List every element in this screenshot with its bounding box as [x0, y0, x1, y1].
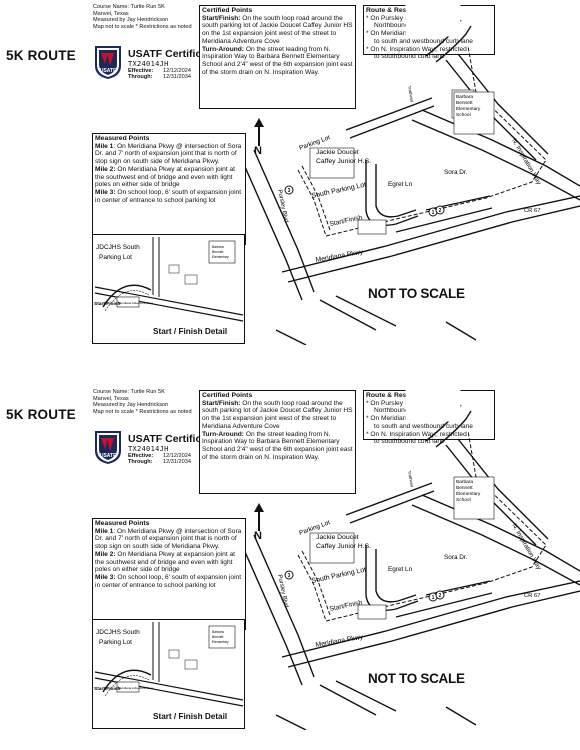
start-finish-detail: JDCJHS South Parking Lot Start/Finish Ba… [92, 619, 245, 729]
svg-text:Egret Ln: Egret Ln [388, 181, 413, 188]
north-label: N [254, 145, 262, 157]
north-arrow-icon [254, 503, 264, 531]
route-map-panel-bottom: 5K ROUTE Course Name: Turtle Run 5K Manv… [0, 385, 580, 730]
north-arrow-icon [254, 118, 264, 146]
svg-text:Elementary: Elementary [212, 640, 229, 644]
svg-text:Meridiana Pkwy: Meridiana Pkwy [315, 634, 364, 649]
svg-text:Barbara: Barbara [456, 479, 473, 485]
detail-label: Start / Finish Detail [153, 327, 228, 336]
course-info: Course Name: Turtle Run 5K Manvel, Texas… [93, 389, 192, 415]
usatf-logo-icon: USATF [95, 431, 121, 464]
certificate-code: TX24014JH [128, 60, 169, 68]
start-finish-detail: JDCJHS South Parking Lot Start/Finish Ba… [92, 234, 245, 344]
route-map: 3 1 2 Parking Lot Jackie Doucet Caffey J… [246, 0, 580, 345]
measured-points-box: Measured Points Mile 1: On Meridiana Pkw… [92, 133, 246, 245]
svg-text:School: School [456, 112, 471, 118]
course-info: Course Name: Turtle Run 5K Manvel, Texas… [93, 4, 192, 30]
svg-text:Trailhead: Trailhead [407, 470, 415, 487]
usatf-logo-icon: USATF [95, 46, 121, 79]
certificate-dates: Effective:12/12/2024 Through:12/31/2034 [128, 68, 191, 81]
svg-text:Trailhead: Trailhead [407, 85, 415, 102]
svg-text:South Parking Lot: South Parking Lot [311, 567, 367, 585]
svg-text:Jackie Doucet: Jackie Doucet [316, 534, 359, 541]
svg-text:Barbara: Barbara [212, 630, 224, 634]
route-title: 5K ROUTE [6, 407, 76, 422]
certificate-title: USATF Certificate [128, 433, 217, 445]
svg-text:Elementary: Elementary [456, 106, 481, 112]
svg-text:Meridiana Adventure Cove: Meridiana Adventure Cove [118, 686, 154, 690]
svg-text:Parking Lot: Parking Lot [99, 254, 132, 261]
svg-text:JDCJHS South: JDCJHS South [96, 629, 140, 636]
svg-text:2: 2 [439, 208, 442, 214]
not-to-scale-label: NOT TO SCALE [368, 671, 465, 686]
svg-text:Caffey Junior H.S.: Caffey Junior H.S. [316, 158, 371, 165]
svg-text:Start/Finish: Start/Finish [94, 686, 120, 692]
certified-points-box: Certified Points Start/Finish: On the so… [199, 5, 356, 109]
svg-text:Sora Dr.: Sora Dr. [444, 169, 468, 176]
svg-text:Meridiana Adventure Cove: Meridiana Adventure Cove [118, 301, 154, 305]
svg-text:Meridiana Pkwy: Meridiana Pkwy [315, 249, 364, 264]
svg-text:Start/Finish: Start/Finish [94, 301, 120, 307]
svg-text:2: 2 [439, 593, 442, 599]
route-title: 5K ROUTE [6, 48, 76, 63]
certified-points-box: Certified Points Start/Finish: On the so… [199, 390, 356, 494]
svg-text:Bennett: Bennett [456, 100, 473, 106]
svg-text:1: 1 [432, 210, 435, 216]
svg-text:Jackie Doucet: Jackie Doucet [316, 149, 359, 156]
svg-text:Sora Dr.: Sora Dr. [444, 554, 468, 561]
svg-text:USATF: USATF [100, 453, 116, 459]
svg-text:3: 3 [288, 573, 291, 579]
svg-text:Barbara: Barbara [456, 94, 473, 100]
svg-text:1: 1 [432, 595, 435, 601]
svg-text:Caffey Junior H.S.: Caffey Junior H.S. [316, 543, 371, 550]
svg-text:USATF: USATF [100, 68, 116, 74]
svg-text:CR 67: CR 67 [524, 593, 540, 599]
certificate-dates: Effective:12/12/2024 Through:12/31/2034 [128, 453, 191, 466]
route-map: 3 1 2 Parking Lot Jackie Doucet Caffey J… [246, 385, 580, 730]
measured-points-box: Measured Points Mile 1: On Meridiana Pkw… [92, 518, 246, 630]
svg-text:CR 67: CR 67 [524, 208, 540, 214]
svg-text:Bennett: Bennett [212, 250, 223, 254]
not-to-scale-label: NOT TO SCALE [368, 286, 465, 301]
route-map-panel-top: 5K ROUTE Course Name: Turtle Run 5K Manv… [0, 0, 580, 345]
svg-text:3: 3 [288, 188, 291, 194]
svg-text:South Parking Lot: South Parking Lot [311, 182, 367, 200]
detail-label: Start / Finish Detail [153, 712, 228, 721]
svg-text:Bennett: Bennett [212, 635, 223, 639]
svg-text:Elementary: Elementary [456, 491, 481, 497]
svg-text:School: School [456, 497, 471, 503]
certificate-title: USATF Certificate [128, 48, 217, 60]
svg-text:Parking Lot: Parking Lot [99, 639, 132, 646]
svg-text:Egret Ln: Egret Ln [388, 566, 413, 573]
north-label: N [254, 530, 262, 542]
svg-text:Barbara: Barbara [212, 245, 224, 249]
svg-text:Elementary: Elementary [212, 255, 229, 259]
certificate-code: TX24014JH [128, 445, 169, 453]
svg-text:Bennett: Bennett [456, 485, 473, 491]
svg-text:JDCJHS South: JDCJHS South [96, 244, 140, 251]
